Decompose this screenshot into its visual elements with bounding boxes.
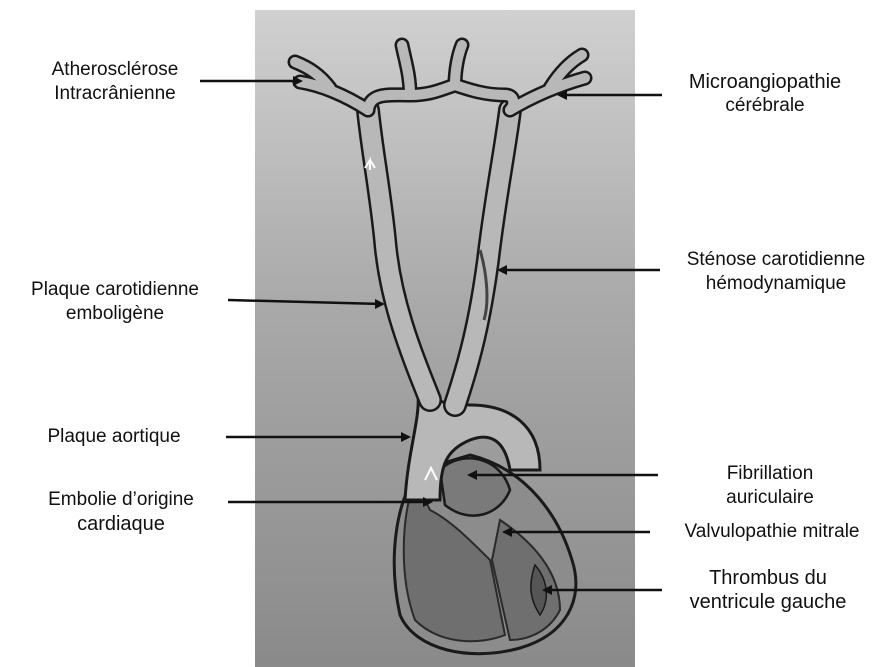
label-microangiopathy-line1: Microangiopathie bbox=[670, 70, 860, 94]
label-lv-thrombus-line2: ventricule gauche bbox=[668, 590, 868, 614]
label-atherosclerosis-line2: Intracrânienne bbox=[20, 82, 210, 106]
label-atrial-fibrillation: Fibrillation auriculaire bbox=[680, 462, 860, 510]
label-carotid-plaque-line2: emboligène bbox=[4, 302, 226, 326]
label-lv-thrombus: Thrombus du ventricule gauche bbox=[668, 566, 868, 614]
label-atrial-fibrillation-line1: Fibrillation bbox=[680, 462, 860, 486]
label-microangiopathy-line2: cérébrale bbox=[670, 94, 860, 118]
label-atrial-fibrillation-line2: auriculaire bbox=[680, 486, 860, 510]
label-aortic-plaque-line1: Plaque aortique bbox=[14, 425, 214, 449]
label-lv-thrombus-line1: Thrombus du bbox=[668, 566, 868, 590]
label-carotid-stenosis: Sténose carotidienne hémodynamique bbox=[665, 248, 887, 296]
label-mitral-valvulopathy-line1: Valvulopathie mitrale bbox=[656, 520, 888, 544]
label-cardiac-embolism: Embolie d’origine cardiaque bbox=[16, 488, 226, 536]
label-aortic-plaque: Plaque aortique bbox=[14, 425, 214, 449]
label-carotid-plaque: Plaque carotidienne emboligène bbox=[4, 278, 226, 326]
label-carotid-plaque-line1: Plaque carotidienne bbox=[4, 278, 226, 302]
label-carotid-stenosis-line1: Sténose carotidienne bbox=[665, 248, 887, 272]
label-atherosclerosis: Atherosclérose Intracrânienne bbox=[20, 58, 210, 106]
label-cardiac-embolism-line2: cardiaque bbox=[16, 512, 226, 536]
label-carotid-stenosis-line2: hémodynamique bbox=[665, 272, 887, 296]
leader-carotid-plaque bbox=[228, 300, 382, 304]
label-atherosclerosis-line1: Atherosclérose bbox=[20, 58, 210, 82]
cerebral-arteries bbox=[295, 45, 585, 110]
label-mitral-valvulopathy: Valvulopathie mitrale bbox=[656, 520, 888, 544]
label-cardiac-embolism-line1: Embolie d’origine bbox=[16, 488, 226, 512]
label-microangiopathy: Microangiopathie cérébrale bbox=[670, 70, 860, 118]
